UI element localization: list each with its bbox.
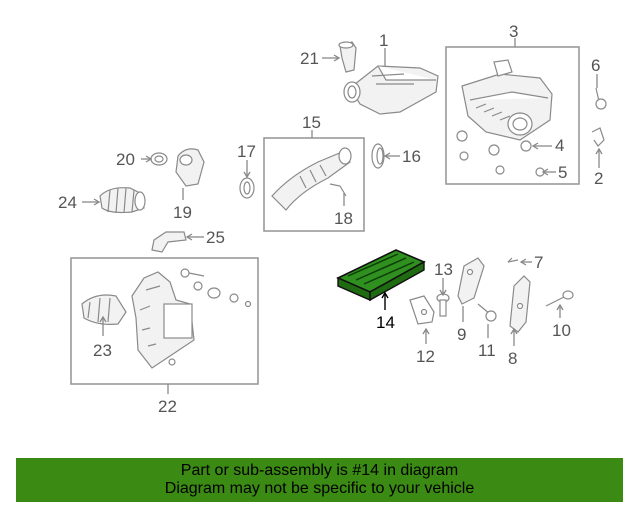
part-11-bolt[interactable]	[477, 303, 497, 322]
part-20-grommet[interactable]	[150, 152, 168, 166]
group-box-22	[70, 257, 259, 385]
part-number-13[interactable]: 13	[434, 260, 453, 279]
footer-line-2: Diagram may not be specific to your vehi…	[164, 480, 475, 497]
part-number-7[interactable]: 7	[534, 253, 543, 272]
part-number-2[interactable]: 2	[594, 169, 603, 188]
part-22-intake-assembly[interactable]	[81, 268, 252, 369]
part-number-9[interactable]: 9	[457, 325, 466, 344]
footer-line-1: Part or sub-assembly is #14 in diagram	[180, 462, 459, 479]
part-25-small-hose[interactable]	[151, 231, 187, 253]
part-number-19[interactable]: 19	[173, 203, 192, 222]
part-number-6[interactable]: 6	[591, 56, 600, 75]
part-number-14[interactable]: 14	[376, 313, 395, 332]
group-box-15	[263, 137, 365, 232]
part-6-bolt[interactable]	[595, 87, 607, 110]
part-17-clamp[interactable]	[239, 177, 255, 199]
part-number-16[interactable]: 16	[402, 147, 421, 166]
part-12-bracket[interactable]	[409, 295, 435, 325]
part-number-17[interactable]: 17	[237, 142, 256, 161]
part-7-clip[interactable]	[507, 257, 519, 263]
part-number-8[interactable]: 8	[508, 349, 517, 368]
part-24-hose[interactable]	[99, 187, 146, 214]
part-number-5[interactable]: 5	[558, 163, 567, 182]
part-9-bracket[interactable]	[457, 257, 485, 305]
part-13-bolt[interactable]	[436, 293, 450, 317]
part-14-air-filter[interactable]	[336, 249, 426, 302]
part-1-air-cleaner-cover[interactable]	[343, 65, 439, 115]
part-number-15[interactable]: 15	[302, 113, 321, 132]
part-number-10[interactable]: 10	[552, 321, 571, 340]
part-number-12[interactable]: 12	[416, 347, 435, 366]
part-number-4[interactable]: 4	[555, 136, 564, 155]
part-19-resonator[interactable]	[175, 148, 205, 187]
part-number-22[interactable]: 22	[158, 397, 177, 416]
part-number-11[interactable]: 11	[478, 341, 496, 360]
part-number-18[interactable]: 18	[334, 209, 353, 228]
footer-banner: Part or sub-assembly is #14 in diagram D…	[16, 458, 623, 502]
part-3-air-cleaner-housing[interactable]	[456, 59, 553, 177]
part-2-clip[interactable]	[591, 127, 605, 147]
part-16-clamp[interactable]	[371, 143, 385, 169]
part-8-bracket[interactable]	[509, 275, 531, 333]
part-21-duct-piece[interactable]	[338, 41, 357, 73]
part-number-24[interactable]: 24	[58, 193, 77, 212]
part-number-1[interactable]: 1	[379, 31, 388, 50]
part-number-20[interactable]: 20	[116, 150, 135, 169]
part-10-bolt[interactable]	[545, 290, 574, 307]
part-number-21[interactable]: 21	[300, 49, 319, 68]
part-15-intake-tube[interactable]	[271, 147, 352, 211]
part-number-23[interactable]: 23	[93, 341, 112, 360]
part-number-3[interactable]: 3	[509, 22, 518, 41]
group-box-3	[445, 46, 580, 185]
part-number-25[interactable]: 25	[206, 228, 225, 247]
